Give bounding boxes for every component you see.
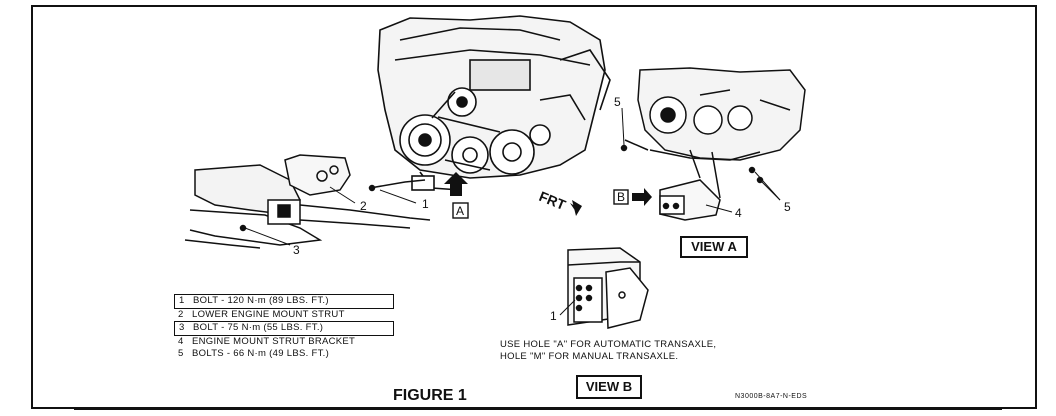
legend-row: 5 BOLTS - 66 N·m (49 LBS. FT.): [174, 348, 394, 361]
legend-text: LOWER ENGINE MOUNT STRUT: [192, 308, 345, 320]
figure-title: FIGURE 1: [393, 387, 467, 404]
callout-4: 4: [735, 206, 742, 220]
view-a-illustration: [620, 67, 806, 221]
legend-text: BOLTS - 66 N·m (49 LBS. FT.): [192, 348, 330, 359]
callout-a-box: [452, 202, 469, 219]
transaxle-note: USE HOLE "A" FOR AUTOMATIC TRANSAXLE, HO…: [500, 339, 716, 363]
legend-text: BOLT - 120 N·m (89 LBS. FT.): [193, 295, 329, 306]
callout-a-label: A: [456, 204, 464, 218]
view-b-illustration: [559, 247, 649, 329]
callout-b-box: [613, 189, 629, 205]
engine-main-illustration: [377, 15, 611, 191]
legend-row: 4 ENGINE MOUNT STRUT BRACKET: [174, 336, 394, 349]
note-line-2: HOLE "M" FOR MANUAL TRANSAXLE.: [500, 351, 679, 362]
lower-engine-mount-strut-illustration: [184, 154, 431, 249]
callout-3: 3: [293, 243, 300, 257]
legend-number: 4: [178, 335, 184, 347]
main-callout-leaders: [244, 186, 417, 246]
legend-row: 2 LOWER ENGINE MOUNT STRUT: [174, 309, 394, 322]
callout-1: 1: [422, 197, 429, 211]
view-b-arrow: [632, 188, 652, 206]
note-line-1: USE HOLE "A" FOR AUTOMATIC TRANSAXLE,: [500, 339, 717, 350]
view-a-label: VIEW A: [680, 236, 748, 258]
legend-text: BOLT - 75 N·m (55 LBS. FT.): [193, 322, 324, 333]
legend-row: 3 BOLT - 75 N·m (55 LBS. FT.): [174, 321, 394, 336]
legend-number: 2: [178, 308, 184, 320]
view-b-label: VIEW B: [576, 375, 642, 399]
drawing-code: N3000B-8A7-N-EDS: [735, 393, 808, 400]
callout-5-right: 5: [784, 200, 791, 214]
legend-row: 1 BOLT - 120 N·m (89 LBS. FT.): [174, 294, 394, 309]
view-a-leaders: [621, 107, 781, 213]
legend-number: 3: [179, 322, 185, 333]
front-direction-arrow: [570, 200, 582, 216]
torque-legend: 1 BOLT - 120 N·m (89 LBS. FT.) 2 LOWER ENGI…: [174, 294, 394, 361]
front-direction-label: FRT: [537, 188, 569, 213]
view-a-arrow: [444, 172, 468, 196]
legend-number: 1: [179, 295, 185, 306]
callout-b-label: B: [617, 190, 625, 204]
callout-1-view-b: 1: [550, 309, 557, 323]
legend-text: ENGINE MOUNT STRUT BRACKET: [192, 335, 356, 347]
legend-number: 5: [178, 348, 184, 359]
callout-2: 2: [360, 199, 367, 213]
callout-5-top: 5: [614, 95, 621, 109]
